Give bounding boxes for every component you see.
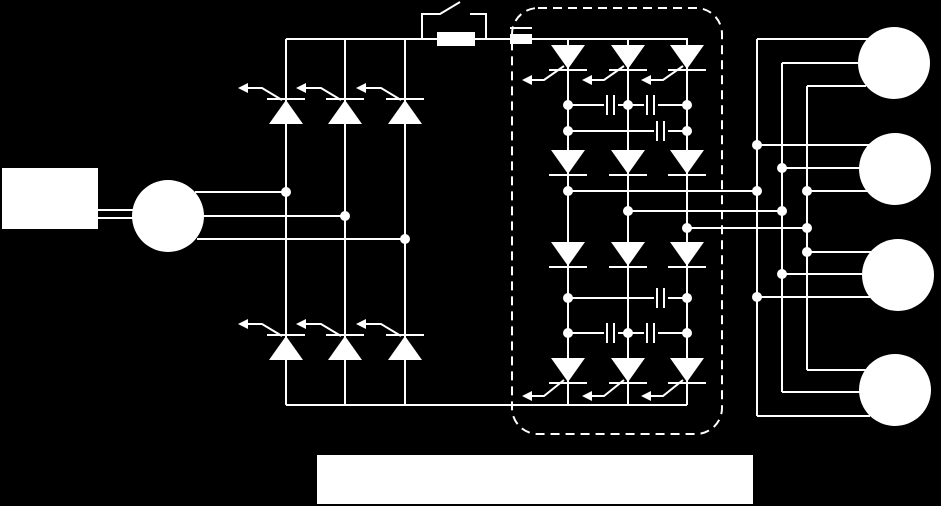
dc-link-inductor	[437, 32, 475, 46]
rectifier-thyristor-upper-2	[325, 98, 365, 125]
inverter-gate-arrows-top	[528, 65, 684, 81]
rectifier-thyristor-upper-3	[385, 98, 425, 125]
motor-4-leads	[757, 369, 870, 417]
inverter-diode-upper-2	[608, 149, 648, 176]
inverter-output-taps	[563, 186, 807, 233]
inverter-diode-lower-1	[548, 241, 588, 268]
motor-3-leads	[757, 251, 872, 298]
rectifier-gate-arrows-lower	[244, 323, 402, 337]
source-block	[2, 168, 98, 229]
motor-1-circle	[858, 27, 930, 99]
upper-commutation-network	[563, 95, 692, 141]
rectifier-gate-arrowheads-upper	[238, 83, 366, 93]
inverter-boundary	[511, 7, 723, 435]
motor-4-circle	[859, 354, 931, 426]
rectifier-thyristor-upper-1	[266, 98, 306, 125]
bypass-switch-return	[470, 13, 487, 39]
rectifier-gate-arrowheads-lower	[238, 319, 366, 329]
inverter-diode-upper-3	[667, 149, 707, 176]
inverter-gate-arrows-bottom	[528, 379, 684, 397]
motor-1-leads	[757, 38, 870, 87]
generator-circle	[132, 180, 204, 252]
motor-2-circle	[859, 133, 931, 205]
rectifier-thyristor-lower-1	[266, 334, 306, 361]
lower-commutation-network	[563, 288, 692, 343]
motor-3-circle	[862, 239, 934, 311]
inverter-diode-upper-1	[548, 149, 588, 176]
inverter-thyristor-bottom-2	[608, 357, 648, 384]
inverter-thyristor-top-3	[667, 44, 707, 71]
inverter-diode-lower-2	[608, 241, 648, 268]
caption-box	[317, 455, 753, 504]
inverter-thyristor-top-2	[608, 44, 648, 71]
inverter-gate-arrowheads-bottom	[522, 391, 651, 401]
inverter-diode-lower-3	[667, 241, 707, 268]
bypass-switch-blade	[421, 1, 461, 39]
motor-2-leads	[757, 144, 872, 192]
inverter-thyristor-bottom-1	[548, 357, 588, 384]
caption-text	[317, 455, 753, 504]
rectifier-gate-arrows-upper	[244, 87, 402, 101]
inverter-gate-arrowheads-top	[522, 75, 651, 85]
rectifier-thyristor-lower-3	[385, 334, 425, 361]
rectifier-thyristor-lower-2	[325, 334, 365, 361]
dc-link-fuse	[510, 34, 532, 44]
inverter-thyristor-bottom-3	[667, 357, 707, 384]
inverter-thyristor-top-1	[548, 44, 588, 71]
